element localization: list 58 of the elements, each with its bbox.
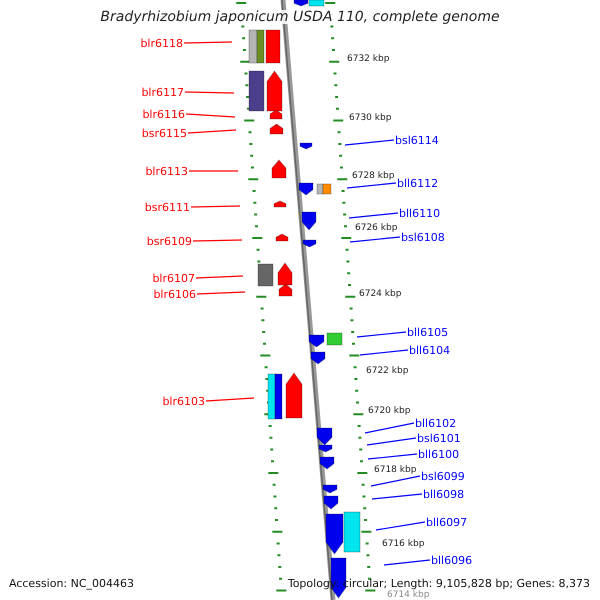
leader-line (346, 182, 396, 189)
gene-label: bsl6101 (417, 432, 461, 444)
gene-label: bll6097 (426, 516, 468, 528)
leader-line (376, 521, 426, 531)
leader-line (366, 437, 416, 446)
leader-line (186, 113, 236, 118)
leader-line (384, 559, 430, 566)
gene-label: bsr6115 (142, 128, 187, 138)
scale-label: 6718 kbp (374, 466, 416, 474)
gene-label: bsr6111 (144, 202, 190, 212)
gene-label: blr6107 (152, 272, 195, 284)
gene-label: bsl6114 (395, 134, 439, 146)
scale-label: 6720 kbp (368, 406, 410, 416)
leader-line (196, 291, 246, 295)
gene-label: blr6106 (153, 288, 196, 300)
leader-line (360, 349, 408, 356)
gene-label: bll6102 (415, 418, 456, 428)
gene-label: bll6105 (407, 326, 448, 338)
scale-label: 6726 kbp (355, 224, 398, 232)
leader-line (206, 397, 254, 402)
gene-label: bsl6099 (421, 470, 465, 482)
leader-line (364, 422, 414, 434)
scale-label: 6716 kbp (382, 540, 424, 548)
gene-label: blr6103 (162, 396, 205, 406)
gene-label: bsl6108 (401, 232, 445, 242)
gene-label: bll6104 (409, 344, 450, 356)
gene-label: bll6112 (397, 178, 438, 188)
leader-line (344, 139, 394, 146)
leader-line (356, 331, 406, 338)
gene-label: bll6110 (399, 208, 440, 218)
leader-line (196, 275, 244, 279)
leader-line (372, 493, 422, 500)
scale-label: 6730 kbp (349, 114, 392, 122)
scale-label: 6728 kbp (352, 172, 394, 180)
footer-text: Accession: NC_004463 (9, 578, 134, 588)
leader-line (189, 170, 238, 172)
leader-line (184, 41, 232, 44)
leader-line (188, 129, 236, 134)
scale-label: 6724 kbp (359, 290, 402, 298)
gene-label: bll6100 (418, 448, 460, 460)
leader-line (368, 453, 418, 460)
gene-label: blr6113 (145, 166, 188, 176)
gene-label: blr6116 (142, 108, 185, 120)
gene-label: bsr6109 (146, 236, 192, 246)
scale-label: 6714 kbp (387, 590, 430, 600)
gene-label: bll6096 (431, 554, 472, 566)
gene-label: bll6098 (423, 488, 464, 500)
leader-line (190, 205, 240, 208)
title: Bradyrhizobium japonicum USDA 110, complete genome (100, 10, 500, 24)
scale-label: 6732 kbp (347, 54, 390, 64)
leader-line (350, 236, 400, 243)
scale-label: 6722 kbp (366, 366, 408, 376)
leader-line (184, 91, 234, 94)
leader-line (192, 239, 242, 242)
gene-label: blr6117 (141, 86, 184, 98)
leader-line (370, 475, 420, 487)
gene-label: blr6118 (140, 38, 183, 48)
leader-line (348, 212, 398, 219)
